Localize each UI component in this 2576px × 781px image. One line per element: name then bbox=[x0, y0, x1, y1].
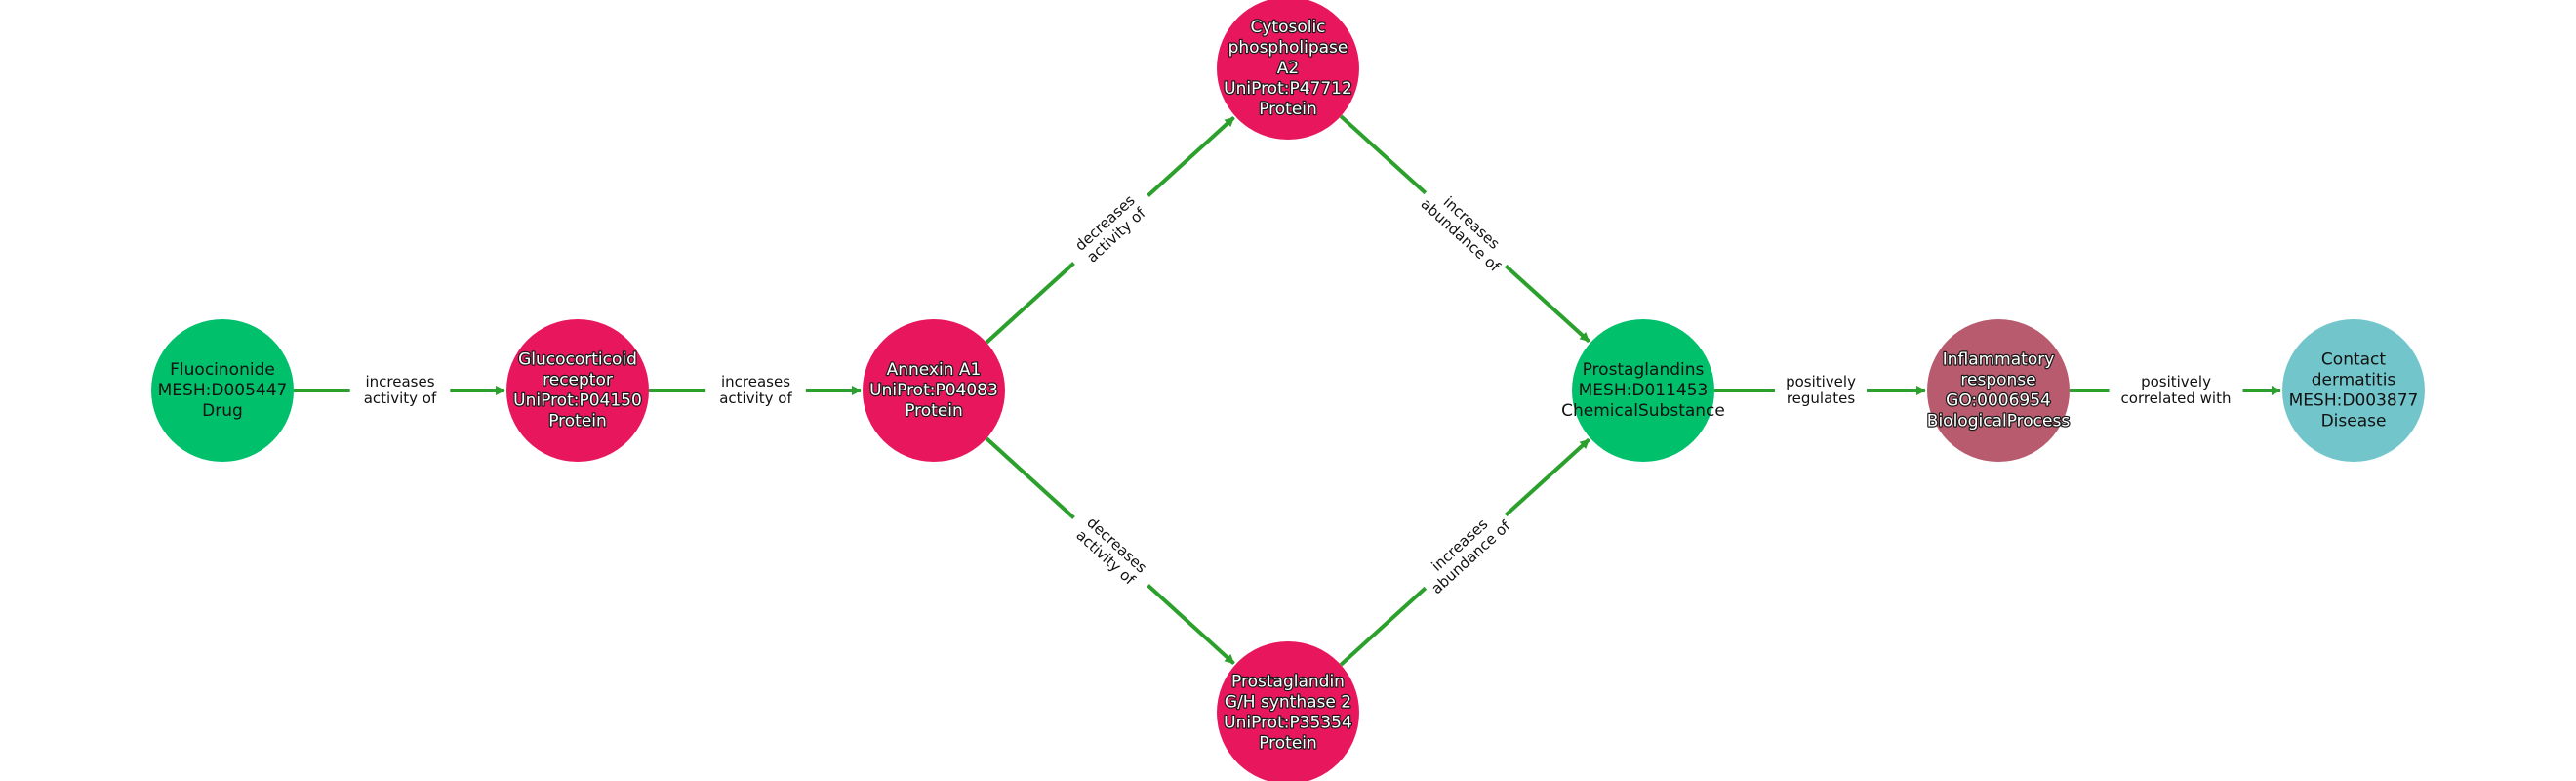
node-label-line: receptor bbox=[543, 371, 613, 390]
node-label-line: BiologicalProcess bbox=[1927, 412, 2071, 432]
edge-label-line: positively bbox=[1786, 373, 1856, 390]
node-circle bbox=[1927, 319, 2070, 462]
node-cytosolic_pla2: CytosolicphospholipaseA2UniProt:P47712Pr… bbox=[1217, 0, 1359, 140]
node-circle bbox=[1572, 319, 1714, 462]
edge-label-background bbox=[1413, 501, 1518, 602]
edge-label-background bbox=[349, 372, 451, 409]
node-label-line: A2 bbox=[1277, 59, 1299, 78]
node-label-line: Contact bbox=[2321, 350, 2386, 370]
node-label-line: phospholipase bbox=[1228, 38, 1348, 58]
edge-label-background bbox=[1413, 179, 1518, 280]
node-circle bbox=[506, 319, 649, 462]
node-label-line: Prostaglandins bbox=[1583, 360, 1705, 380]
edge-label-line: positively bbox=[2141, 373, 2211, 390]
node-label-line: Protein bbox=[905, 401, 963, 421]
node-label-line: Fluocinonide bbox=[170, 360, 275, 380]
edge-label-background bbox=[1061, 182, 1161, 277]
node-label-line: ChemicalSubstance bbox=[1561, 401, 1725, 421]
node-prostaglandins: ProstaglandinsMESH:D011453ChemicalSubsta… bbox=[1561, 319, 1725, 462]
node-label-line: Glucocorticoid bbox=[518, 350, 637, 370]
node-circle bbox=[151, 319, 294, 462]
node-circle bbox=[1217, 0, 1359, 140]
node-label-line: dermatitis bbox=[2312, 371, 2396, 390]
node-label-line: UniProt:P04083 bbox=[869, 381, 998, 400]
node-label-line: MESH:D005447 bbox=[158, 381, 288, 400]
node-label-line: Protein bbox=[1259, 734, 1317, 754]
edge-label-background bbox=[705, 372, 806, 409]
edge-label-line: correlated with bbox=[2121, 390, 2232, 407]
node-circle bbox=[2282, 319, 2425, 462]
edge-label-line: regulates bbox=[1787, 390, 1856, 407]
node-glucocorticoid_receptor: GlucocorticoidreceptorUniProt:P04150Prot… bbox=[506, 319, 649, 462]
node-label-line: Protein bbox=[548, 412, 607, 432]
node-label-line: GO:0006954 bbox=[1946, 391, 2051, 411]
node-label-line: Cytosolic bbox=[1250, 18, 1325, 37]
node-label-line: Annexin A1 bbox=[887, 360, 982, 380]
node-label-line: Inflammatory bbox=[1943, 350, 2055, 370]
node-label-line: Drug bbox=[202, 401, 243, 421]
node-label-line: Prostaglandin bbox=[1231, 673, 1345, 692]
edge-label-line: increases bbox=[721, 373, 790, 390]
edge-label-line: activity of bbox=[719, 390, 792, 407]
edge-label-background bbox=[1775, 372, 1867, 409]
node-circle bbox=[863, 319, 1005, 462]
edge-label-background bbox=[1061, 504, 1161, 599]
edge-label-background bbox=[2109, 372, 2243, 409]
node-label-line: response bbox=[1960, 371, 2035, 390]
edge-label-line: activity of bbox=[364, 390, 437, 407]
node-inflammatory_response: InflammatoryresponseGO:0006954Biological… bbox=[1926, 319, 2072, 462]
node-label-line: UniProt:P35354 bbox=[1224, 714, 1352, 733]
node-label-line: UniProt:P04150 bbox=[513, 391, 642, 411]
node-label-line: MESH:D011453 bbox=[1579, 381, 1709, 400]
node-label-line: UniProt:P47712 bbox=[1224, 79, 1352, 99]
node-label-line: G/H synthase 2 bbox=[1225, 693, 1351, 713]
edge-label-line: increases bbox=[365, 373, 434, 390]
node-label-line: Protein bbox=[1259, 100, 1317, 119]
node-circle bbox=[1217, 641, 1359, 781]
node-label-line: MESH:D003877 bbox=[2289, 391, 2419, 411]
node-label-line: Disease bbox=[2321, 412, 2387, 432]
